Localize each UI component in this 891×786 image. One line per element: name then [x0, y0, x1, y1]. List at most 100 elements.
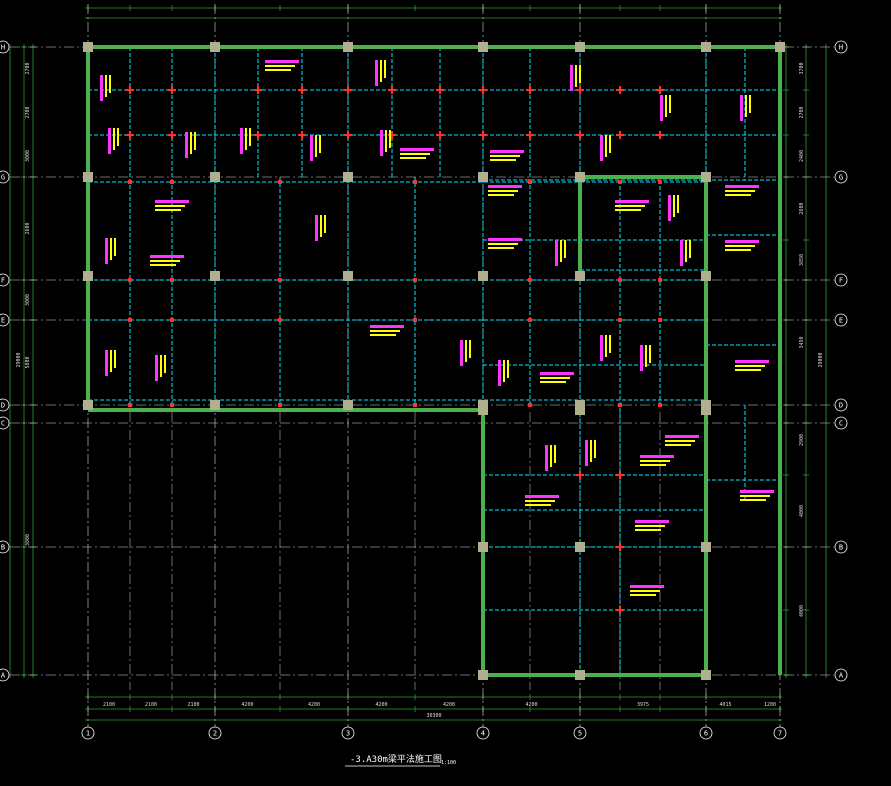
- annotation-line-yellow: [525, 500, 555, 502]
- beam-support-mark: [656, 86, 664, 94]
- beam-annotation: [310, 135, 321, 161]
- annotation-line-yellow: [490, 155, 520, 157]
- beam-support-mark: [344, 131, 352, 139]
- dimension-text: 2100: [145, 702, 157, 708]
- beam-annotation: [488, 185, 522, 196]
- annotation-line-yellow: [725, 245, 755, 247]
- axis-bubble-circle: [834, 313, 848, 327]
- column: [701, 670, 711, 680]
- axis-bubble-label: F: [839, 277, 843, 285]
- axis-bubble-label: F: [1, 277, 5, 285]
- beam-annotation: [570, 65, 581, 91]
- annotation-line-magenta: [725, 185, 759, 188]
- column: [210, 400, 220, 410]
- annotation-line-yellow: [630, 594, 656, 596]
- beam-annotation: [400, 148, 434, 159]
- beam-support-mark: [479, 86, 487, 94]
- beam-annotation: [105, 238, 116, 264]
- annotation-line-yellow: [740, 499, 766, 501]
- annotation-line-yellow: [665, 444, 691, 446]
- beam-support-mark: [278, 318, 282, 322]
- axis-bubble-label: A: [839, 672, 844, 680]
- annotation-line-magenta: [488, 185, 522, 188]
- dimension-text: 4000: [799, 605, 805, 617]
- annotation-line-yellow: [525, 504, 551, 506]
- beam-support-mark: [413, 278, 417, 282]
- annotation-line-magenta: [380, 130, 383, 156]
- axis-bubble-circle: [0, 398, 10, 412]
- column: [210, 271, 220, 281]
- column: [575, 42, 585, 52]
- axis-bubble-label: 3: [346, 730, 350, 738]
- dimension-text: 3975: [637, 702, 649, 708]
- axis-bubble: H: [834, 40, 848, 54]
- dimension-lines: [9, 5, 827, 721]
- column: [575, 172, 585, 182]
- beam-annotation: [460, 340, 471, 366]
- beam-support-mark: [278, 180, 282, 184]
- annotation-line-yellow: [725, 194, 751, 196]
- axis-bubble-circle: [0, 170, 10, 184]
- axis-bubble: C: [834, 416, 848, 430]
- annotation-line-yellow: [155, 205, 185, 207]
- annotation-line-yellow: [400, 153, 430, 155]
- annotation-line-magenta: [155, 200, 189, 203]
- annotation-line-magenta: [635, 520, 669, 523]
- annotation-line-magenta: [640, 345, 643, 371]
- annotation-line-yellow: [673, 195, 675, 217]
- annotation-line-magenta: [185, 132, 188, 158]
- axis-bubble-label: D: [839, 402, 843, 410]
- dimension-text: 3700: [799, 62, 805, 74]
- beam-support-mark: [128, 278, 132, 282]
- dimension-total: 29000: [818, 352, 824, 367]
- annotation-line-yellow: [725, 249, 751, 251]
- column: [83, 400, 93, 410]
- axis-bubble-label: 5: [578, 730, 582, 738]
- axis-bubble: 3: [341, 726, 355, 740]
- column: [343, 42, 353, 52]
- beam-annotation: [155, 200, 189, 211]
- column: [701, 42, 711, 52]
- column: [575, 405, 585, 415]
- annotation-line-yellow: [190, 132, 192, 154]
- column: [701, 271, 711, 281]
- annotation-line-yellow: [689, 240, 691, 258]
- beam-annotation: [108, 128, 119, 154]
- axis-bubble: 4: [476, 726, 490, 740]
- annotation-line-yellow: [665, 95, 667, 117]
- dimension-text: 5800: [25, 356, 31, 368]
- column: [210, 172, 220, 182]
- beam-support-mark: [128, 403, 132, 407]
- beam-support-mark: [658, 318, 662, 322]
- beam-annotation: [615, 200, 649, 211]
- annotation-line-magenta: [555, 240, 558, 266]
- dimension-text: 3000: [25, 294, 31, 306]
- annotation-line-magenta: [600, 335, 603, 361]
- dimension-text: 3850: [799, 254, 805, 266]
- axis-bubble: G: [0, 170, 10, 184]
- beam-support-mark: [128, 318, 132, 322]
- annotation-line-magenta: [630, 585, 664, 588]
- dimension-text: 2700: [799, 106, 805, 118]
- annotation-line-yellow: [635, 529, 661, 531]
- annotation-line-yellow: [749, 95, 751, 113]
- annotation-line-magenta: [310, 135, 313, 161]
- beam-annotation: [488, 238, 522, 249]
- axis-bubble-circle: [0, 313, 10, 327]
- annotation-line-magenta: [400, 148, 434, 151]
- annotation-line-yellow: [155, 209, 181, 211]
- axis-bubble: G: [834, 170, 848, 184]
- annotation-line-magenta: [105, 350, 108, 376]
- dimension-text: 2600: [25, 222, 31, 234]
- annotation-line-yellow: [194, 132, 196, 150]
- beam-annotation: [375, 60, 386, 86]
- annotation-line-yellow: [315, 135, 317, 157]
- annotation-line-yellow: [669, 95, 671, 113]
- column: [343, 172, 353, 182]
- annotation-line-yellow: [630, 590, 660, 592]
- dimension-text: 3000: [25, 150, 31, 162]
- annotation-line-yellow: [490, 159, 516, 161]
- annotation-line-yellow: [265, 65, 295, 67]
- beam-support-mark: [618, 403, 622, 407]
